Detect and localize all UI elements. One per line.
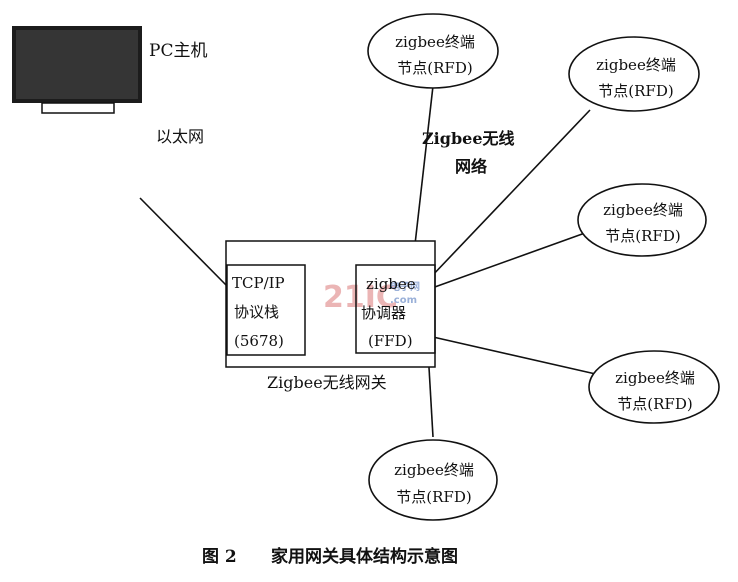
watermark-small-text: 电子网 [390,280,420,293]
rfd-node-1 [367,13,499,89]
rfd-node-4-line1: zigbee终端 [615,369,695,387]
tcpip-line3: (5678) [234,332,284,350]
link-node-1 [412,85,434,263]
rfd-node-3 [577,183,707,257]
figure-number: 图 2 [202,547,237,567]
coordinator-line3: (FFD) [368,332,413,350]
coordinator-line1: zigbee [366,275,416,293]
rfd-node-4 [588,350,720,424]
rfd-node-5 [368,439,498,521]
coordinator-box [355,264,436,354]
rfd-node-5-line2: 节点(RFD) [396,488,471,506]
watermark-logo: 21IC [323,280,398,315]
ethernet-label: 以太网 [156,127,204,146]
link-node-4 [432,336,601,376]
rfd-node-4-line2: 节点(RFD) [617,395,692,413]
figure-caption: 家用网关具体结构示意图 [271,546,458,567]
pc-host: PC主机 [12,26,207,114]
rfd-node-1-line2: 节点(RFD) [397,59,472,77]
rfd-node-3-line2: 节点(RFD) [605,227,680,245]
rfd-node-2-line1: zigbee终端 [596,56,676,74]
rfd-node-5-line1: zigbee终端 [394,461,474,479]
wireless-network-label-line1: Zigbee无线 [422,129,515,148]
wireless-network-label-line2: 网络 [455,157,487,176]
link-node-3 [431,232,586,289]
gateway-label: Zigbee无线网关 [267,373,387,392]
pc-label: PC主机 [149,41,207,61]
ethernet-line [139,197,228,287]
site-watermark: 21IC 电子网 .com [323,280,420,315]
rfd-node-2-line2: 节点(RFD) [598,82,673,100]
tcpip-line2: 协议栈 [234,303,279,321]
watermark-domain: .com [390,295,417,306]
zigbee-gateway: TCP/IP 协议栈 (5678) 21IC 电子网 .com zigbee 协… [225,240,436,392]
tcpip-stack-box [226,264,306,356]
rfd-node-2 [568,36,700,112]
coordinator-line2: 协调器 [361,304,406,322]
tcpip-line1: TCP/IP [232,274,285,292]
pc-screen [16,30,138,99]
pc-base [41,102,115,114]
rfd-node-3-line1: zigbee终端 [603,201,683,219]
link-node-2 [429,109,591,279]
rfd-node-1-line1: zigbee终端 [395,33,475,51]
